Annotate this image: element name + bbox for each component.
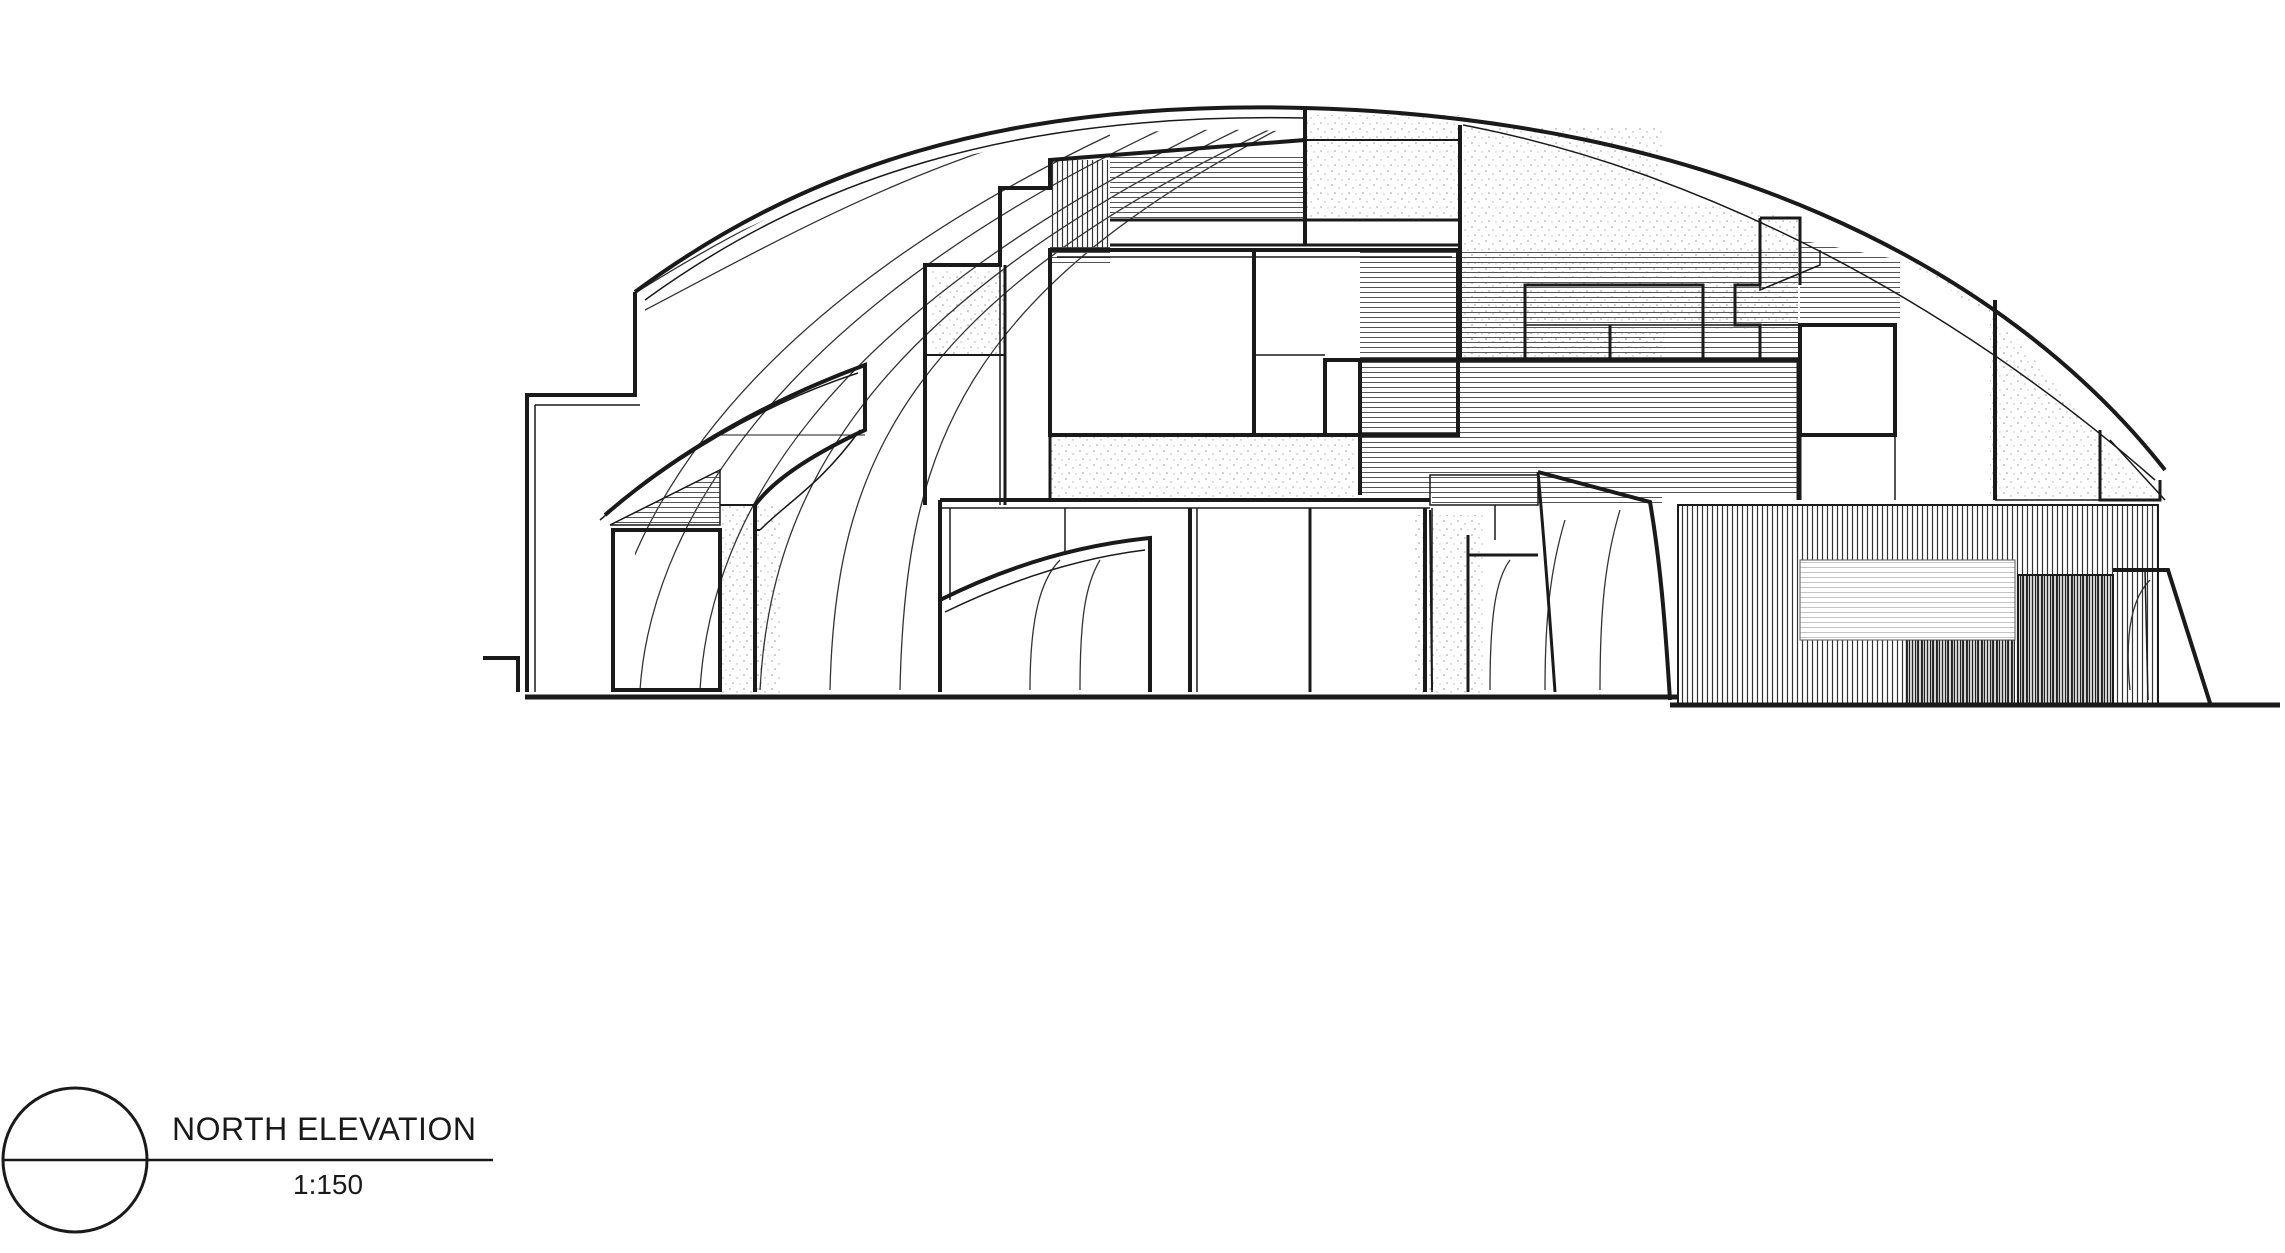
- title-block: NORTH ELEVATION 1:150: [1, 1086, 493, 1234]
- drawing-scale: 1:150: [293, 1169, 363, 1200]
- drawing-title: NORTH ELEVATION: [172, 1111, 476, 1147]
- horizontal-siding: [609, 155, 1900, 526]
- vertical-slat-screen: [1677, 504, 2159, 706]
- building-outline: [483, 105, 2280, 708]
